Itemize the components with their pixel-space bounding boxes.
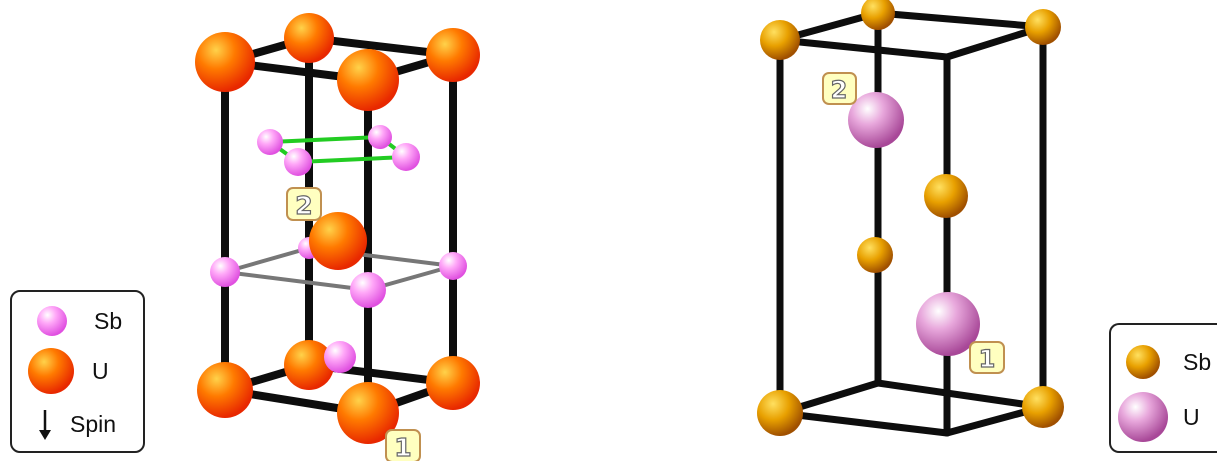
left-sb-atom [210,257,240,287]
left-site-label-2: 2 [286,187,322,221]
right-u-atom [848,92,904,148]
legend-item-u: U [12,347,143,395]
legend-item-spin: Spin [12,404,143,444]
u-sphere-icon [28,348,74,394]
left-u-atom [197,362,253,418]
legend-item-u: U [1111,389,1217,445]
left-sb-atom [284,148,312,176]
right-structure: 2 1 [757,0,1064,437]
left-u-atom [337,49,399,111]
legend-label-u: U [1183,403,1200,430]
left-sb-atom [439,252,467,280]
down-arrow-icon [39,410,51,440]
u-sphere-icon [1118,392,1168,442]
left-site-label-1: 1 [385,429,421,461]
left-sb-atom [324,341,356,373]
left-site-label-1-text: 1 [394,433,411,461]
left-u-atom [284,340,334,390]
right-site-label-2: 2 [822,72,857,105]
legend-item-sb: Sb [1111,341,1217,383]
legend-label-sb: Sb [1183,348,1212,375]
right-sb-atom [861,0,895,30]
legend-label-sb: Sb [94,307,123,334]
right-sb-atom [760,20,800,60]
legend-item-sb: Sb [12,302,143,340]
left-u-atom [426,356,480,410]
left-sb-atom [368,125,392,149]
right-site-label-1-text: 1 [979,345,996,373]
left-u-atom [284,13,334,63]
legend-label-u: U [92,357,109,384]
right-site-label-1: 1 [969,341,1005,374]
right-sb-atom [924,174,968,218]
right-sb-atom [1022,386,1064,428]
right-edge-top-2 [874,9,1047,31]
right-edge-bot-2 [874,379,1047,411]
left-sb-atom [257,129,283,155]
right-edge-top-3 [776,36,951,61]
right-site-label-2-text: 2 [831,76,848,104]
right-legend: Sb U [1109,323,1217,453]
left-u-atom-center [309,212,367,270]
left-u-atom [195,32,255,92]
left-site-label-2-text: 2 [295,191,312,220]
sb-sphere-icon [37,306,67,336]
left-sb-atom [392,143,420,171]
sb-sphere-icon [1126,345,1160,379]
left-legend: Sb U Spin [10,290,145,453]
right-sb-atom [1025,9,1061,45]
right-sb-atom [757,390,803,436]
right-u-atom [916,292,980,356]
legend-label-spin: Spin [70,410,117,437]
right-sb-atom [857,237,893,273]
left-u-atom [426,28,480,82]
right-edge-bot-3 [776,409,951,437]
left-u-atom [337,382,399,444]
left-structure: 2 1 [195,13,480,461]
left-sb-atom [350,272,386,308]
